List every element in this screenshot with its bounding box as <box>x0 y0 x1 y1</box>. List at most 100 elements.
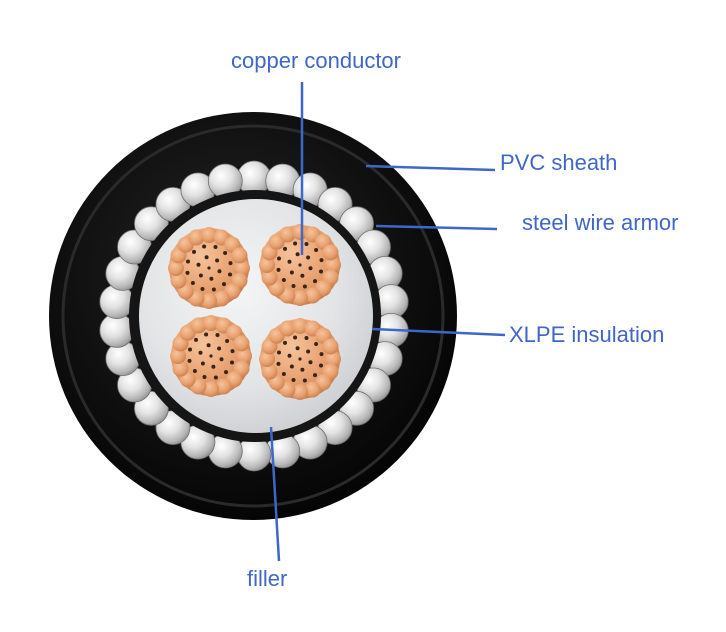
conductor-strand <box>259 257 275 273</box>
strand-gap <box>192 369 197 373</box>
strand-gap <box>313 373 317 378</box>
conductor-strand <box>234 260 250 276</box>
strand-gap <box>300 273 305 278</box>
strand-gap <box>228 272 232 277</box>
copper-conductor <box>168 227 250 309</box>
strand-gap <box>209 354 213 358</box>
copper-conductor <box>259 224 341 306</box>
strand-gap <box>281 278 286 282</box>
strand-gap <box>224 370 228 375</box>
strand-gap <box>198 273 203 278</box>
strand-gap <box>302 284 307 289</box>
strand-gap <box>319 363 323 368</box>
conductor-strand <box>325 257 341 273</box>
strand-gap <box>313 279 317 284</box>
strand-gap <box>289 364 294 369</box>
leader-line-filler <box>269 426 281 562</box>
pvc-sheath-highlight <box>61 124 445 508</box>
conductor-strand <box>201 293 217 309</box>
strand-gap <box>319 352 324 357</box>
strand-gap <box>194 337 198 342</box>
strand-gap <box>202 375 207 379</box>
strand-gap <box>228 261 233 266</box>
strand-gap <box>295 346 300 351</box>
strand-gap <box>198 350 203 355</box>
strand-gap <box>308 360 313 365</box>
strand-gap <box>287 353 292 358</box>
strand-gap <box>293 241 298 246</box>
strand-gap <box>213 245 218 249</box>
strand-gap <box>200 287 205 291</box>
strand-gap <box>185 270 190 275</box>
conductor-strand <box>259 351 275 367</box>
leader-line-steel <box>375 224 498 231</box>
conductor-strand <box>322 338 339 355</box>
strand-gap <box>230 360 234 365</box>
copper-conductor <box>170 315 252 397</box>
conductor-strand <box>215 378 232 395</box>
conductor-strand <box>201 227 217 243</box>
strand-gap <box>223 251 228 255</box>
conductor-strand <box>170 348 186 364</box>
conductor-strand <box>236 348 252 364</box>
strand-gap <box>204 332 209 337</box>
conductor-strand <box>172 360 189 377</box>
strand-gap <box>314 342 319 346</box>
strand-gap <box>302 378 307 383</box>
conductor-strand <box>203 381 219 397</box>
conductor-strand <box>231 247 248 264</box>
conductor-strand <box>292 318 308 334</box>
leader-line-xlpe <box>371 327 506 337</box>
leader-lines <box>269 82 506 562</box>
strand-gap <box>196 262 201 267</box>
strand-gap <box>314 248 319 252</box>
conductor-strand <box>261 363 278 380</box>
strand-gap <box>213 375 218 380</box>
strand-gap <box>308 266 313 271</box>
strand-gap <box>230 349 235 354</box>
conductor-strand <box>188 229 205 246</box>
strand-gap <box>211 287 216 292</box>
strand-gap <box>200 361 205 366</box>
conductor-strand <box>322 244 339 261</box>
leader-line-pvc <box>365 164 496 172</box>
conductor-strand <box>325 351 341 367</box>
strand-gap <box>277 350 281 355</box>
strand-gap <box>276 267 281 272</box>
strand-gap <box>291 378 296 382</box>
strand-gap <box>225 339 230 343</box>
conductor-strand <box>292 224 308 240</box>
strand-gap <box>186 259 190 264</box>
conductor-strand <box>213 290 230 307</box>
label-pvc-sheath: PVC sheath <box>500 150 618 175</box>
strand-gap <box>306 255 311 260</box>
strand-gap <box>211 364 216 369</box>
strand-gap <box>300 367 305 372</box>
strand-gap <box>204 255 209 260</box>
conductor-strand <box>261 269 278 286</box>
strand-gap <box>304 336 309 340</box>
strand-gap <box>217 346 222 351</box>
strand-gap <box>276 361 281 366</box>
conductor-strand <box>168 260 184 276</box>
label-steel-wire-armor: steel wire armor <box>522 210 679 235</box>
strand-gap <box>291 284 296 288</box>
strand-gap <box>219 357 224 362</box>
strand-gap <box>215 333 220 337</box>
filler-core <box>139 199 373 433</box>
strand-gap <box>202 244 207 249</box>
strand-gap <box>319 269 323 274</box>
conductor-strand <box>279 226 296 243</box>
strand-gap <box>188 347 192 352</box>
strand-gap <box>277 256 281 261</box>
strand-gap <box>289 270 294 275</box>
conductor-strand <box>279 320 296 337</box>
strand-gap <box>304 242 309 246</box>
strand-gap <box>217 269 222 274</box>
conductor-strand <box>304 287 321 304</box>
strand-gap <box>306 349 311 354</box>
conductor-strand <box>170 272 187 289</box>
label-xlpe-insulation: XLPE insulation <box>509 322 665 347</box>
strand-gap <box>187 358 192 363</box>
